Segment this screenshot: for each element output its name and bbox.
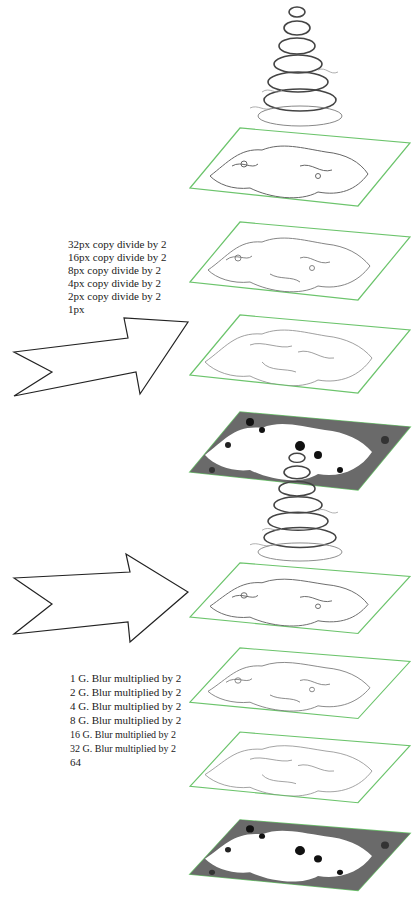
step-label: 4px copy divide by 2 xyxy=(68,277,161,290)
step-label: 32px copy divide by 2 xyxy=(68,238,166,251)
step-label: 4 G. Blur multiplied by 2 xyxy=(70,700,181,713)
step-label: 2 G. Blur multiplied by 2 xyxy=(70,686,181,699)
step-label: 16px copy divide by 2 xyxy=(68,251,166,264)
step-label: 8px copy divide by 2 xyxy=(68,264,161,277)
step-label: 8 G. Blur multiplied by 2 xyxy=(70,714,181,727)
step-label: 64 xyxy=(70,756,81,769)
step-label: 2px copy divide by 2 xyxy=(68,290,161,303)
step-label: 32 G. Blur multiplied by 2 xyxy=(70,742,176,755)
step-label: 1px xyxy=(68,303,85,316)
step-label: 16 G. Blur multiplied by 2 xyxy=(70,728,176,741)
step-label: 1 G. Blur multiplied by 2 xyxy=(70,672,181,685)
